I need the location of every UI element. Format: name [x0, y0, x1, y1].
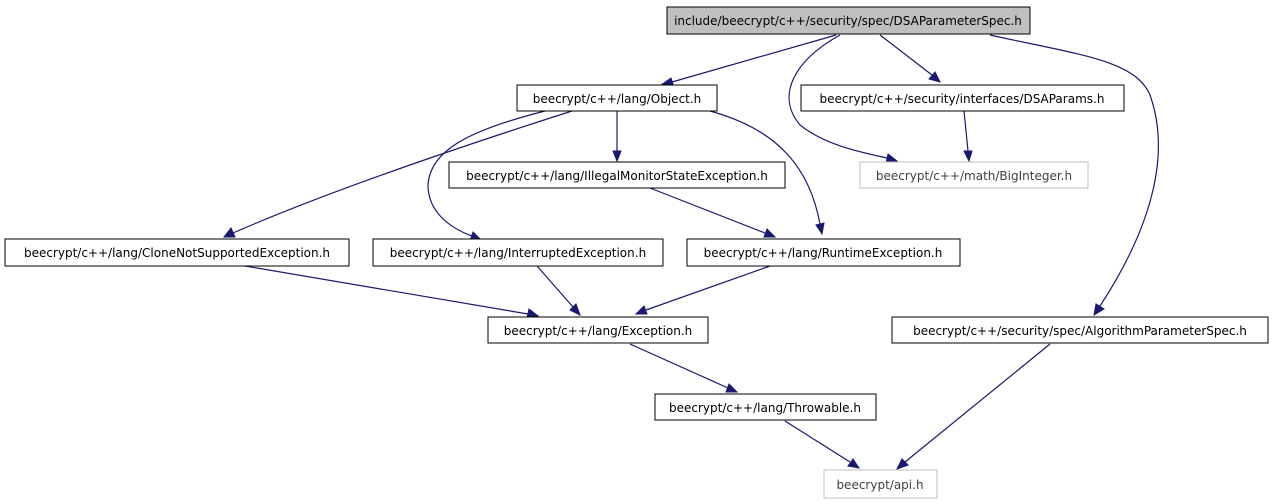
node-label: beecrypt/c++/math/BigInteger.h: [876, 169, 1072, 183]
node-illegalmonitor[interactable]: beecrypt/c++/lang/IllegalMonitorStateExc…: [448, 161, 786, 189]
edge-clonenotsupported-to-exception: [244, 265, 540, 319]
edge-illegalmonitor-to-runtime: [649, 187, 777, 238]
edge-dsaparameterspec-to-biginteger: [788, 34, 899, 164]
edge-object-to-illegalmonitor: [612, 111, 622, 163]
node-label: beecrypt/c++/lang/InterruptedException.h: [390, 246, 646, 260]
edge-runtime-to-exception: [634, 265, 771, 315]
node-dsaparameterspec[interactable]: include/beecrypt/c++/security/spec/DSAPa…: [666, 6, 1031, 35]
node-label: beecrypt/c++/security/interfaces/DSAPara…: [820, 92, 1105, 106]
node-clonenotsupported[interactable]: beecrypt/c++/lang/CloneNotSupportedExcep…: [4, 238, 350, 267]
edge-dsaparameterspec-to-object: [659, 34, 837, 88]
edge-dsaparams-to-biginteger: [963, 110, 973, 163]
edge-dsaparameterspec-to-dsaparams: [879, 34, 941, 83]
node-runtime[interactable]: beecrypt/c++/lang/RuntimeException.h: [686, 238, 961, 267]
node-label: beecrypt/c++/lang/Throwable.h: [669, 401, 861, 415]
nodes-layer: include/beecrypt/c++/security/spec/DSAPa…: [4, 6, 1269, 499]
node-label: beecrypt/c++/lang/CloneNotSupportedExcep…: [24, 246, 330, 260]
node-label: include/beecrypt/c++/security/spec/DSAPa…: [674, 14, 1022, 28]
edge-object-to-clonenotsupported: [222, 110, 573, 238]
edge-exception-to-throwable: [629, 343, 739, 393]
node-interrupted[interactable]: beecrypt/c++/lang/InterruptedException.h: [372, 238, 664, 267]
edge-dsaparameterspec-to-algorithmparameterspec: [989, 34, 1159, 316]
node-label: beecrypt/c++/lang/Exception.h: [504, 324, 693, 338]
edge-interrupted-to-exception: [536, 265, 581, 317]
edge-algorithmparameterspec-to-api: [895, 343, 1051, 470]
node-api[interactable]: beecrypt/api.h: [823, 469, 938, 499]
node-throwable[interactable]: beecrypt/c++/lang/Throwable.h: [654, 393, 877, 421]
node-exception[interactable]: beecrypt/c++/lang/Exception.h: [487, 316, 709, 344]
node-label: beecrypt/c++/lang/IllegalMonitorStateExc…: [466, 169, 768, 183]
node-label: beecrypt/c++/security/spec/AlgorithmPara…: [913, 324, 1247, 338]
edge-throwable-to-api: [784, 420, 861, 469]
node-dsaparams[interactable]: beecrypt/c++/security/interfaces/DSAPara…: [800, 84, 1125, 112]
node-label: beecrypt/c++/lang/Object.h: [533, 92, 702, 106]
node-algorithmparameterspec[interactable]: beecrypt/c++/security/spec/AlgorithmPara…: [891, 316, 1269, 344]
node-label: beecrypt/api.h: [836, 478, 923, 492]
edge-object-to-runtime: [709, 110, 825, 236]
node-label: beecrypt/c++/lang/RuntimeException.h: [704, 246, 943, 260]
node-biginteger[interactable]: beecrypt/c++/math/BigInteger.h: [859, 161, 1089, 189]
edges-layer: [222, 34, 1159, 470]
node-object[interactable]: beecrypt/c++/lang/Object.h: [516, 84, 718, 112]
